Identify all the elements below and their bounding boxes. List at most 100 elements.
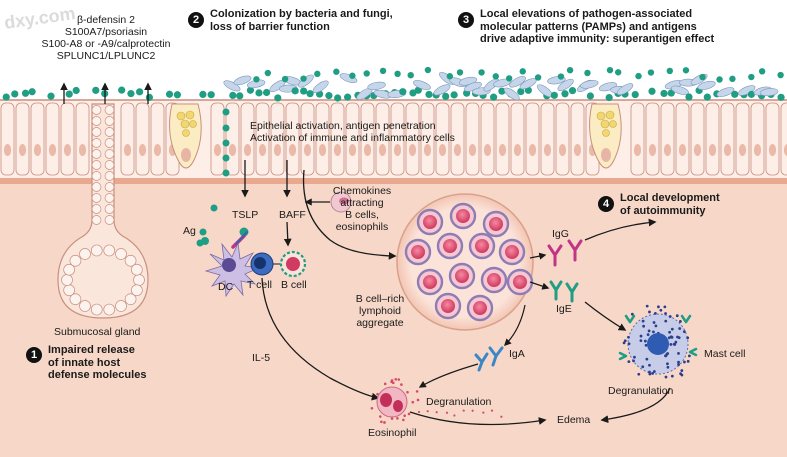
step-1-line-3: defense molecules: [48, 369, 147, 381]
mast-ige-receptors: [618, 314, 698, 361]
gland-cell: [104, 215, 115, 225]
granule: [637, 372, 641, 376]
granule: [627, 335, 630, 339]
eosinophil-granules: [370, 378, 503, 424]
bacterium: [442, 92, 450, 100]
cell-nucleus: [33, 144, 42, 156]
granule: [416, 398, 420, 402]
epithelial-cell: [360, 102, 375, 176]
granule: [673, 342, 677, 346]
granule: [657, 305, 660, 309]
bacterium: [631, 90, 639, 99]
plasma-cell-nucleus: [487, 273, 501, 287]
epithelial-cell: [120, 102, 135, 176]
cell-nucleus: [498, 144, 507, 156]
epithelial-cell: [570, 102, 585, 176]
epithelial-cell: [450, 102, 465, 176]
gland-cell: [61, 274, 73, 286]
epithelial-cell: [300, 102, 315, 176]
lymphoid-aggregate: [396, 193, 534, 331]
bacterium: [424, 66, 432, 74]
gland-cell: [104, 138, 115, 148]
lymphoid-line-2: lymphoid: [358, 305, 402, 317]
granule: [471, 409, 474, 412]
granule: [648, 372, 652, 376]
aggregate-to-ige-arrow: [529, 281, 550, 290]
cell-nucleus: [438, 144, 447, 156]
cell-nucleus: [213, 144, 222, 156]
granule: [630, 312, 634, 316]
granule: [641, 365, 645, 369]
gland-cell: [104, 182, 115, 192]
granule: [652, 370, 656, 373]
bacterium: [300, 75, 307, 82]
granule: [445, 411, 449, 414]
gland-cell: [104, 127, 115, 137]
bacterium: [344, 93, 352, 101]
fungus: [493, 78, 512, 88]
gland-cell: [79, 300, 91, 312]
fungus: [433, 84, 451, 96]
cell-nucleus: [783, 144, 787, 156]
gland-cell: [91, 149, 102, 159]
gland-cell: [104, 204, 115, 214]
il5-label: IL-5: [252, 352, 271, 364]
plasma-cells: [404, 202, 534, 322]
cell-nucleus: [633, 144, 642, 156]
step-3-line-1: Local elevations of pathogen-associated: [480, 8, 693, 20]
fungus: [339, 73, 358, 84]
gland-cell: [103, 244, 116, 257]
fungus: [759, 88, 779, 97]
cell-nucleus: [753, 144, 762, 156]
cell-nucleus: [723, 144, 732, 156]
goblet-cell-left: [169, 103, 202, 169]
ige-antibody: [549, 280, 579, 303]
mast-cell-shape: [622, 304, 691, 379]
gland-cell: [79, 248, 91, 260]
fungus: [367, 81, 386, 91]
gland-cell: [90, 244, 103, 257]
igg-arrow: [584, 218, 657, 241]
baff-label: BAFF: [279, 209, 306, 221]
eosinophil-shape: [376, 386, 408, 418]
lymphoid-line-1: B cell–rich: [355, 293, 405, 305]
cell-nucleus: [273, 144, 282, 156]
granule: [686, 336, 690, 340]
epithelial-activation-text: Epithelial activation, antigen penetrati…: [250, 120, 455, 144]
epithelial-cell: [45, 102, 60, 176]
plasma-cell-nucleus: [423, 275, 437, 289]
epithelial-cell: [405, 102, 420, 176]
bacterium: [2, 93, 10, 101]
step-4-line-1: Local development: [620, 192, 720, 204]
defense-molecule-4: SPLUNC1/LPLUNC2: [56, 50, 156, 62]
bacterium: [729, 75, 736, 83]
bacterium: [550, 91, 558, 99]
cell-nucleus: [528, 144, 537, 156]
bacterium: [498, 87, 506, 95]
bacterium: [568, 87, 577, 95]
gland-cell: [63, 284, 76, 297]
granule: [677, 360, 680, 364]
granule: [686, 359, 690, 363]
bacterium: [65, 90, 73, 98]
granule: [648, 310, 651, 314]
granule: [400, 383, 403, 386]
granule: [627, 342, 631, 346]
granule: [632, 359, 635, 363]
b-cell-label: B cell: [281, 279, 307, 291]
bacterium: [291, 87, 299, 95]
tslp-bar: [235, 231, 248, 245]
bacterium: [648, 87, 656, 95]
bacterium: [635, 72, 642, 80]
ag-label: Ag: [183, 225, 196, 237]
granule: [411, 400, 415, 404]
cell-nucleus: [78, 144, 87, 156]
bacterium: [682, 67, 690, 74]
step-1-line-2: of innate host: [48, 356, 121, 369]
cell-nucleus: [708, 144, 717, 156]
lymphoid-aggregate-label: B cell–rich lymphoid aggregate: [340, 293, 420, 329]
granule: [482, 411, 485, 414]
cell-nucleus: [483, 144, 492, 156]
bacterium: [450, 91, 458, 99]
